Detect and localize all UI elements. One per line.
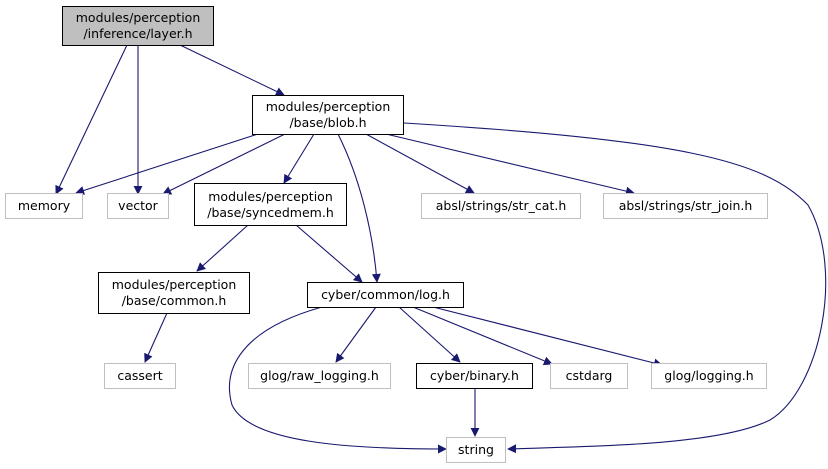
node-binary-h[interactable]: cyber/binary.h — [416, 363, 533, 389]
edge-syncedmem-to-common — [196, 224, 249, 272]
node-memory: memory — [5, 193, 83, 219]
node-blob-h[interactable]: modules/perception /base/blob.h — [252, 95, 404, 135]
edge-log-to-binary — [398, 306, 461, 363]
node-common-h[interactable]: modules/perception /base/common.h — [98, 272, 250, 314]
edge-blob-to-str-cat — [365, 133, 475, 194]
node-logging-h: glog/logging.h — [651, 363, 767, 389]
edge-blob-to-vector — [162, 133, 286, 195]
node-layer-h: modules/perception /inference/layer.h — [62, 6, 214, 46]
node-vector: vector — [107, 193, 169, 219]
edge-blob-to-log — [337, 133, 381, 283]
edge-log-to-raw-logging — [335, 306, 377, 363]
edge-blob-to-string — [403, 122, 827, 454]
node-str-join-h: absl/strings/str_join.h — [603, 193, 768, 219]
edge-blob-to-str-join — [385, 133, 635, 196]
edge-layer-to-blob — [179, 44, 285, 96]
edge-log-to-logging — [432, 306, 663, 368]
node-cstdarg: cstdarg — [550, 363, 628, 389]
edge-syncedmem-to-log — [295, 224, 363, 283]
node-str-cat-h: absl/strings/str_cat.h — [421, 193, 581, 219]
edge-log-to-cstdarg — [412, 306, 553, 366]
edge-blob-to-memory — [75, 133, 259, 195]
edge-layer-to-memory — [55, 44, 128, 195]
edge-log-to-string — [228, 306, 447, 454]
node-raw-logging-h: glog/raw_logging.h — [248, 363, 391, 389]
edge-blob-to-syncedmem — [283, 133, 315, 184]
node-log-h[interactable]: cyber/common/log.h — [307, 282, 464, 308]
node-string: string — [446, 437, 506, 463]
node-cassert: cassert — [104, 363, 176, 389]
node-syncedmem-h[interactable]: modules/perception /base/syncedmem.h — [194, 183, 347, 226]
edge-common-to-cassert — [144, 312, 168, 363]
